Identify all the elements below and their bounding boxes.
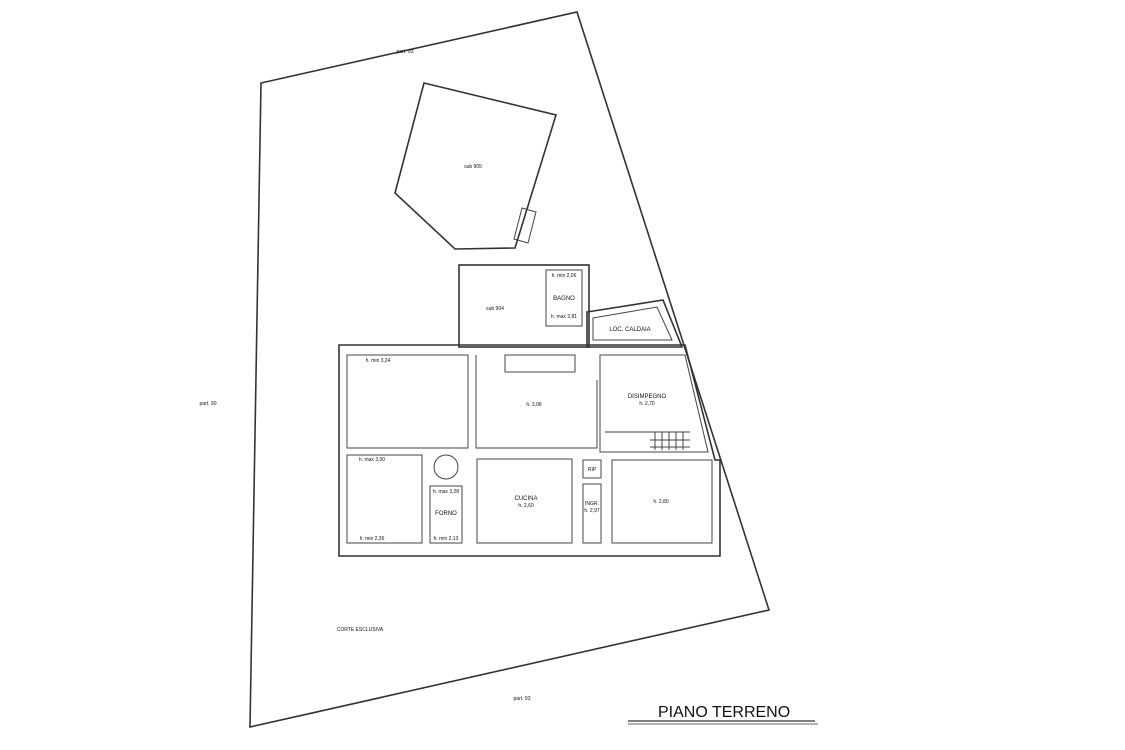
sub904-label: sub 904 <box>486 306 504 312</box>
yard-label: CORTE ESCLUSIVA <box>337 627 384 633</box>
caldaia-label: LOC. CALDAIA <box>609 327 650 333</box>
main-house: h. min 3,24 h. 3,08 DISIMPEGNO h. 2,70 h… <box>338 344 721 557</box>
annex: sub 904 h. min 2,06 BAGNO h. max 2,81 LO… <box>458 264 684 348</box>
bagno-label: BAGNO <box>553 296 575 302</box>
ingresso-label: INGR. <box>585 501 599 507</box>
rip-label: RIP <box>588 467 597 473</box>
outbuilding-sub905: sub 905 <box>394 82 558 250</box>
bagno-height-max: h. max 2,81 <box>551 314 577 320</box>
boundary-label-left: part. 90 <box>200 401 217 407</box>
bottom-right-room-height: h. 2,80 <box>653 499 669 505</box>
plan-title: PIANO TERRENO <box>658 704 790 721</box>
forno-height-max: h. max 3,28 <box>433 489 459 495</box>
disimpegno-height: h. 2,70 <box>639 401 655 407</box>
top-left-room-height: h. min 3,24 <box>366 358 391 364</box>
forno-height-min: h. min 2,13 <box>434 536 459 542</box>
cucina-label: CUCINA <box>514 496 537 502</box>
ingresso-height: h. 2,97 <box>584 508 600 514</box>
central-room-height: h. 3,08 <box>526 402 542 408</box>
stairs <box>605 431 690 450</box>
lot-boundary <box>249 11 771 729</box>
disimpegno-label: DISIMPEGNO <box>628 394 667 400</box>
forno-label: FORNO <box>435 511 457 517</box>
bottom-left-room-height-max: h. max 3,00 <box>359 457 385 463</box>
bottom-left-room-height-min: h. min 2,36 <box>360 536 385 542</box>
bagno-height-min: h. min 2,06 <box>552 273 577 279</box>
boundary-label-top: part. 93 <box>397 49 414 55</box>
sub905-label: sub 905 <box>464 164 482 170</box>
boundary-label-bottom: part. 93 <box>514 696 531 702</box>
cucina-height: h. 2,60 <box>518 503 534 509</box>
